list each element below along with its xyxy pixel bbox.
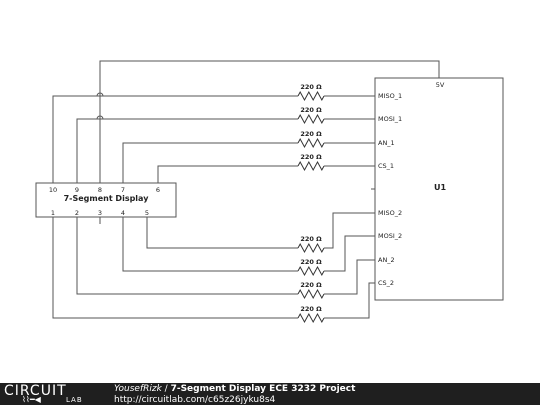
resistor-label-1: 220 Ω (300, 83, 322, 91)
credit-separator: / (161, 384, 171, 394)
display-top-pin-6: 6 (156, 186, 160, 194)
chip-name: U1 (434, 183, 446, 192)
circuitlab-logo-lab: LAB (66, 396, 83, 404)
chip-pin-an-2: AN_2 (378, 256, 395, 264)
resistor-label-7: 220 Ω (300, 281, 322, 289)
display-top-pin-9: 9 (75, 186, 79, 194)
display-top-pin-10: 10 (49, 186, 57, 194)
display-top-pin-8: 8 (98, 186, 102, 194)
chip-pin-an-1: AN_1 (378, 139, 395, 147)
chip-pin-miso-2: MISO_2 (378, 209, 402, 217)
display-bottom-pin-3: 3 (98, 209, 102, 217)
resistors: 220 Ω 220 Ω 220 Ω 220 Ω 220 Ω 220 Ω 220 Ω 220 Ω (297, 83, 325, 324)
chip-u1 (374, 77, 504, 301)
wire-pin6 (157, 165, 298, 183)
wire-mosi2 (324, 235, 375, 272)
wire-pin4 (122, 217, 298, 272)
resistor-label-6: 220 Ω (300, 258, 322, 266)
chip-pin-mosi-1: MOSI_1 (378, 115, 402, 123)
wire-crossover-1 (96, 115, 104, 120)
display-bottom-pin-5: 5 (145, 209, 149, 217)
resistor-8 (297, 312, 325, 324)
resistor-4 (297, 160, 325, 172)
circuitlab-logo-text[interactable]: CIRCUIT (4, 383, 67, 399)
chip-pin-cs-2: CS_2 (378, 279, 394, 287)
resistor-label-8: 220 Ω (300, 305, 322, 313)
resistor-7 (297, 288, 325, 300)
display-name: 7-Segment Display (64, 194, 150, 203)
wire-pin7 (122, 142, 298, 183)
chip-pin-miso-1: MISO_1 (378, 92, 402, 100)
resistor-5 (297, 242, 325, 254)
display-top-pin-7: 7 (121, 186, 125, 194)
chip-pin-cs-1: CS_1 (378, 162, 394, 170)
credit-line: YousefRizk / 7-Segment Display ECE 3232 … (114, 384, 355, 394)
wire-5v (99, 60, 440, 183)
resistor-3 (297, 137, 325, 149)
resistor-label-4: 220 Ω (300, 153, 322, 161)
wire-pin1 (52, 217, 298, 319)
resistor-logo-icon: ⌇⌇━◀ (22, 395, 41, 404)
resistor-6 (297, 265, 325, 277)
display-bottom-pin-1: 1 (51, 209, 55, 217)
seven-segment-display (35, 182, 177, 218)
wires (52, 60, 440, 319)
wire-miso2 (324, 212, 375, 249)
project-url[interactable]: http://circuitlab.com/c65z26jyku8s4 (114, 395, 276, 405)
footer-bar: CIRCUIT ⌇⌇━◀ LAB YousefRizk / 7-Segment … (0, 383, 540, 405)
wire-crossover-0 (96, 92, 104, 97)
wire-pin5 (146, 217, 298, 249)
wire-cs2 (324, 282, 375, 319)
display-bottom-pin-2: 2 (75, 209, 79, 217)
display-bottom-pin-4: 4 (121, 209, 125, 217)
author-link[interactable]: YousefRizk (114, 384, 162, 394)
wire-pin9 (76, 118, 298, 183)
project-title[interactable]: 7-Segment Display ECE 3232 Project (170, 384, 356, 394)
chip-pin-mosi-2: MOSI_2 (378, 232, 402, 240)
resistor-label-2: 220 Ω (300, 106, 322, 114)
display-pin-labels: 10 9 8 7 6 1 2 3 4 5 (49, 186, 160, 217)
resistor-2 (297, 113, 325, 125)
schematic-svg: 7-Segment Display U1 5V 10 9 8 7 6 1 2 3 4 5 MISO… (35, 60, 504, 324)
wire-an2 (324, 259, 375, 295)
resistor-label-3: 220 Ω (300, 130, 322, 138)
wire-pin2 (76, 217, 298, 295)
resistor-1 (297, 90, 325, 102)
resistor-label-5: 220 Ω (300, 235, 322, 243)
wire-pin10 (52, 95, 298, 183)
chip-power-label: 5V (436, 81, 445, 89)
